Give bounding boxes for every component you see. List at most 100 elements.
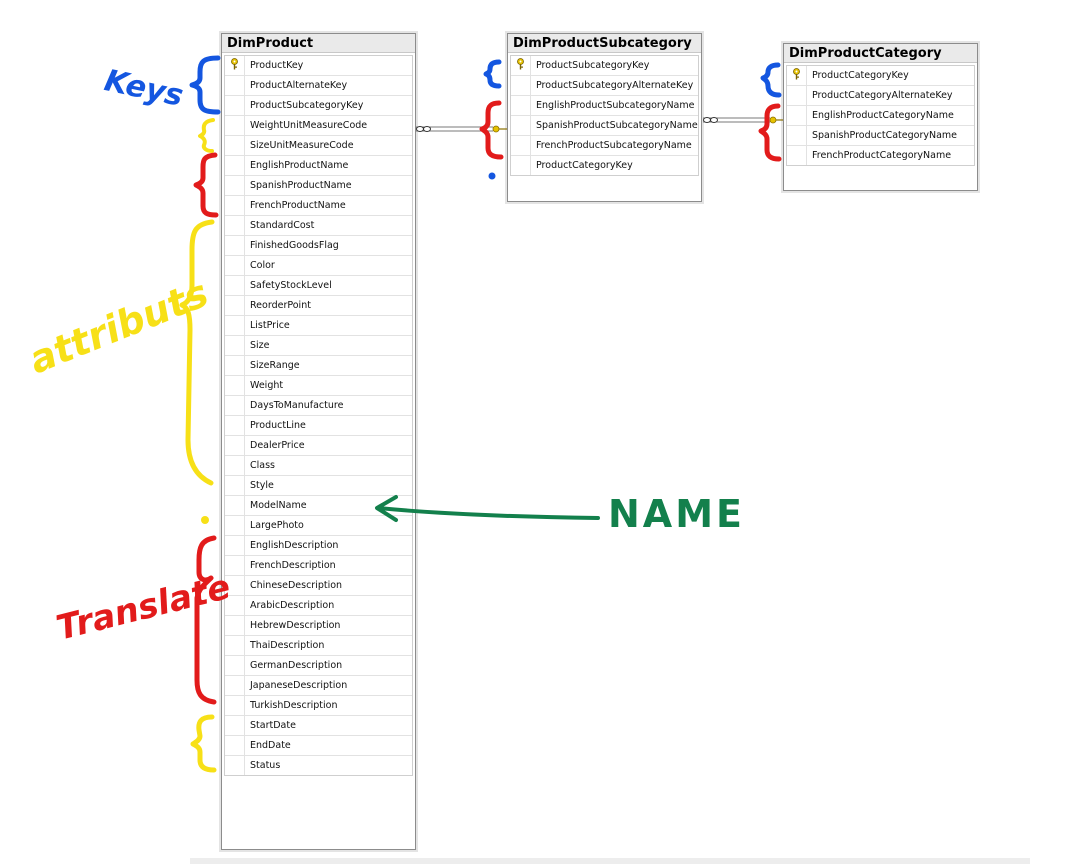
- row-selector: [225, 356, 245, 375]
- yellow-dot: [201, 516, 209, 524]
- row-selector: [225, 136, 245, 155]
- dimproduct-column-row[interactable]: EndDate: [225, 736, 412, 756]
- dimproduct-column-name: DaysToManufacture: [250, 400, 344, 411]
- row-selector: [225, 596, 245, 615]
- row-selector: [511, 156, 531, 175]
- row-selector: [225, 276, 245, 295]
- dimproductcategory-column-row[interactable]: EnglishProductCategoryName: [787, 106, 974, 126]
- dimproduct-column-row[interactable]: FrenchDescription: [225, 556, 412, 576]
- dimproduct-column-row[interactable]: Class: [225, 456, 412, 476]
- dimproduct-column-row[interactable]: ArabicDescription: [225, 596, 412, 616]
- dimproduct-column-row[interactable]: FinishedGoodsFlag: [225, 236, 412, 256]
- dimproductcategory-column-row[interactable]: FrenchProductCategoryName: [787, 146, 974, 165]
- dimproduct-column-row[interactable]: Size: [225, 336, 412, 356]
- row-selector: [225, 636, 245, 655]
- row-selector: [511, 56, 531, 75]
- dimproduct-column-row[interactable]: ReorderPoint: [225, 296, 412, 316]
- dimproduct-column-name: FrenchDescription: [250, 560, 336, 571]
- dimproduct-column-row[interactable]: Weight: [225, 376, 412, 396]
- row-selector: [787, 66, 807, 85]
- row-selector: [225, 116, 245, 135]
- row-selector: [225, 216, 245, 235]
- subcategory-keys-bracket-blue: [483, 59, 502, 89]
- dimproduct-column-row[interactable]: StandardCost: [225, 216, 412, 236]
- dimproduct-column-row[interactable]: WeightUnitMeasureCode: [225, 116, 412, 136]
- name-label: NAME: [608, 492, 745, 536]
- dimproduct-column-row[interactable]: ThaiDescription: [225, 636, 412, 656]
- subcategory-names-bracket-red: [479, 100, 504, 160]
- dimproductsubcategory-column-row[interactable]: EnglishProductSubcategoryName: [511, 96, 698, 116]
- row-selector: [225, 536, 245, 555]
- dimproduct-column-row[interactable]: StartDate: [225, 716, 412, 736]
- row-selector: [225, 296, 245, 315]
- row-selector: [225, 176, 245, 195]
- dimproduct-column-row[interactable]: HebrewDescription: [225, 616, 412, 636]
- dimproduct-column-name: StandardCost: [250, 220, 315, 231]
- key-icon: [230, 58, 239, 73]
- dimproduct-column-row[interactable]: ProductSubcategoryKey: [225, 96, 412, 116]
- dimproduct-column-row[interactable]: SafetyStockLevel: [225, 276, 412, 296]
- dimproduct-column-row[interactable]: FrenchProductName: [225, 196, 412, 216]
- dimproduct-column-name: EndDate: [250, 740, 291, 751]
- dimproduct-column-name: TurkishDescription: [250, 700, 338, 711]
- dimproduct-column-row[interactable]: EnglishProductName: [225, 156, 412, 176]
- dimproduct-column-name: ProductSubcategoryKey: [250, 100, 364, 111]
- dimproductsubcategory-column-row[interactable]: ProductSubcategoryAlternateKey: [511, 76, 698, 96]
- relationship-product-subcategory[interactable]: [416, 125, 507, 133]
- dimproductsubcategory-table[interactable]: DimProductSubcategory ProductSubcategory…: [507, 33, 702, 202]
- dimproduct-column-row[interactable]: SpanishProductName: [225, 176, 412, 196]
- dimproduct-column-name: EnglishProductName: [250, 160, 349, 171]
- dimproductsubcategory-column-row[interactable]: SpanishProductSubcategoryName: [511, 116, 698, 136]
- dimproduct-column-row[interactable]: SizeRange: [225, 356, 412, 376]
- dimproduct-column-row[interactable]: TurkishDescription: [225, 696, 412, 716]
- dimproduct-column-row[interactable]: ProductKey: [225, 56, 412, 76]
- dimproductcategory-column-row[interactable]: ProductCategoryKey: [787, 66, 974, 86]
- dimproduct-column-row[interactable]: ProductLine: [225, 416, 412, 436]
- dimproduct-column-row[interactable]: ProductAlternateKey: [225, 76, 412, 96]
- dimproduct-column-row[interactable]: DaysToManufacture: [225, 396, 412, 416]
- dimproduct-column-row[interactable]: ModelName: [225, 496, 412, 516]
- dimproduct-column-row[interactable]: Status: [225, 756, 412, 775]
- dimproduct-column-row[interactable]: ChineseDescription: [225, 576, 412, 596]
- dimproductsubcategory-column-row[interactable]: ProductSubcategoryKey: [511, 56, 698, 76]
- dimproduct-column-name: GermanDescription: [250, 660, 343, 671]
- infinity-icon: [703, 117, 718, 123]
- dimproductcategory-column-name: FrenchProductCategoryName: [812, 150, 952, 161]
- dimproductcategory-column-name: SpanishProductCategoryName: [812, 130, 958, 141]
- attributes-label: attributs: [23, 271, 215, 383]
- dimproduct-column-name: StartDate: [250, 720, 296, 731]
- row-selector: [225, 336, 245, 355]
- dimproductsubcategory-column-row[interactable]: ProductCategoryKey: [511, 156, 698, 175]
- dimproduct-column-row[interactable]: GermanDescription: [225, 656, 412, 676]
- dimproductcategory-column-name: EnglishProductCategoryName: [812, 110, 954, 121]
- dimproductcategory-column-row[interactable]: ProductCategoryAlternateKey: [787, 86, 974, 106]
- dimproductsubcategory-column-row[interactable]: FrenchProductSubcategoryName: [511, 136, 698, 156]
- dimproduct-column-row[interactable]: ListPrice: [225, 316, 412, 336]
- translate-label: Translate: [53, 567, 235, 649]
- dimproduct-column-row[interactable]: JapaneseDescription: [225, 676, 412, 696]
- dimproductcategory-column-name: ProductCategoryAlternateKey: [812, 90, 953, 101]
- row-selector: [225, 736, 245, 755]
- dimproduct-column-name: ChineseDescription: [250, 580, 343, 591]
- dimproduct-column-row[interactable]: DealerPrice: [225, 436, 412, 456]
- dimproduct-column-name: HebrewDescription: [250, 620, 341, 631]
- dimproduct-column-row[interactable]: Style: [225, 476, 412, 496]
- dimproduct-column-name: Style: [250, 480, 274, 491]
- row-selector: [225, 416, 245, 435]
- row-selector: [225, 576, 245, 595]
- dimproduct-column-row[interactable]: LargePhoto: [225, 516, 412, 536]
- row-selector: [225, 616, 245, 635]
- dimproduct-column-name: SpanishProductName: [250, 180, 352, 191]
- dimproduct-column-name: EnglishDescription: [250, 540, 339, 551]
- row-selector: [511, 136, 531, 155]
- dimproduct-column-row[interactable]: Color: [225, 256, 412, 276]
- dimproduct-column-row[interactable]: EnglishDescription: [225, 536, 412, 556]
- dimproductcategory-column-row[interactable]: SpanishProductCategoryName: [787, 126, 974, 146]
- relationship-subcategory-category[interactable]: [703, 116, 783, 124]
- dimproduct-column-name: ProductAlternateKey: [250, 80, 348, 91]
- dimproduct-column-name: WeightUnitMeasureCode: [250, 120, 368, 131]
- dimproduct-column-row[interactable]: SizeUnitMeasureCode: [225, 136, 412, 156]
